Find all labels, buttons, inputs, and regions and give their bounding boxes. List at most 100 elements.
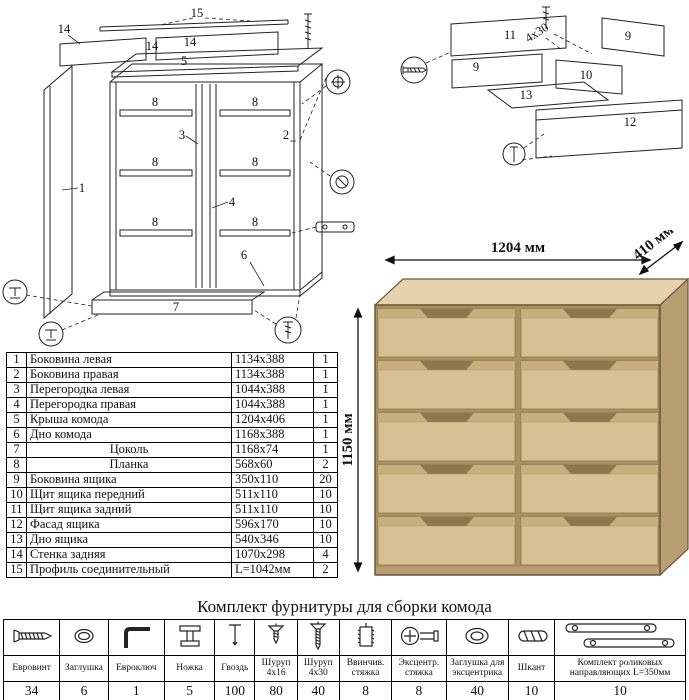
cam-cap-icon bbox=[465, 627, 489, 645]
part-size: 1134x388 bbox=[231, 367, 314, 383]
screw-4x16-icon bbox=[267, 623, 285, 645]
hardware-name: Заглушка для эксцентрика bbox=[445, 655, 509, 682]
part-qty: 10 bbox=[313, 517, 338, 533]
hardware-icons-row bbox=[2, 619, 686, 656]
hardware-icon-cell bbox=[296, 619, 340, 656]
foot-callout bbox=[2, 279, 28, 305]
hardware-qty: 8 bbox=[391, 681, 447, 700]
part-number: 9 bbox=[6, 472, 27, 488]
hardware-name: Эксцентр. стяжка bbox=[391, 655, 447, 682]
hardware-icon-cell bbox=[59, 619, 109, 656]
drawer-back-panel bbox=[450, 15, 567, 57]
hardware-qty: 5 bbox=[163, 681, 216, 700]
part-name: Перегородка правая bbox=[26, 397, 232, 413]
back-panel-parts bbox=[59, 31, 279, 67]
hardware-name: Евроключ bbox=[107, 655, 165, 682]
part-label-11: 11 bbox=[504, 28, 516, 42]
nail-callout bbox=[502, 142, 526, 166]
euroscrew-icon bbox=[13, 629, 52, 643]
screw-drawing bbox=[542, 6, 550, 29]
part-number: 13 bbox=[6, 532, 27, 548]
part-qty: 10 bbox=[313, 502, 338, 518]
hardware-name: Гвоздь bbox=[214, 655, 256, 682]
hardware-name: Шуруп 4x16 bbox=[254, 655, 298, 682]
part-number: 2 bbox=[6, 367, 27, 383]
part-qty: 1 bbox=[313, 412, 338, 428]
part-number: 14 bbox=[6, 547, 27, 563]
part-label-10: 10 bbox=[580, 68, 593, 82]
hardware-name: Комплект роликовых направляющих L=350мм bbox=[554, 655, 686, 682]
dresser-render: 1204 мм 1150 мм 410 мм bbox=[340, 230, 689, 577]
dimension-arrows bbox=[353, 240, 684, 573]
part-label-14: 14 bbox=[146, 39, 159, 53]
hardware-qty: 1 bbox=[107, 681, 165, 700]
part-qty: 10 bbox=[313, 487, 338, 503]
part-size: 1044x388 bbox=[231, 397, 314, 413]
hardware-icon-cell bbox=[507, 619, 556, 656]
cam-lock-callout bbox=[329, 169, 355, 195]
part-number: 11 bbox=[6, 502, 27, 518]
hardware-icon-cell bbox=[445, 619, 509, 656]
hardware-qty: 34 bbox=[2, 681, 61, 700]
part-qty: 1 bbox=[313, 397, 338, 413]
hardware-name: Ножка bbox=[163, 655, 216, 682]
part-label-5: 5 bbox=[181, 54, 187, 68]
part-qty: 1 bbox=[313, 427, 338, 443]
height-dimension-label: 1150 мм bbox=[340, 413, 356, 466]
part-number: 6 bbox=[6, 427, 27, 443]
part-size: 511x110 bbox=[231, 502, 314, 518]
part-size: 1044x388 bbox=[231, 382, 314, 398]
part-name: Боковина ящика bbox=[26, 472, 232, 488]
part-qty: 1 bbox=[313, 367, 338, 383]
hardware-qty: 80 bbox=[254, 681, 298, 700]
part-size: 540x346 bbox=[231, 532, 314, 548]
foot-callout bbox=[38, 321, 64, 347]
hardware-qty: 100 bbox=[214, 681, 256, 700]
confirmat-callout bbox=[274, 316, 302, 344]
hardware-name: Заглушка bbox=[59, 655, 109, 682]
part-size: 596x170 bbox=[231, 517, 314, 533]
part-number: 8 bbox=[6, 457, 27, 473]
part-number: 7 bbox=[6, 442, 27, 458]
plinth-part bbox=[91, 291, 266, 315]
part-name: Стенка задняя bbox=[26, 547, 232, 563]
part-name: Цоколь bbox=[26, 442, 232, 458]
part-label-14: 14 bbox=[184, 35, 197, 49]
part-label-7: 7 bbox=[173, 300, 179, 314]
cap-icon bbox=[74, 628, 94, 644]
hardware-qty: 40 bbox=[445, 681, 509, 700]
part-number: 15 bbox=[6, 562, 27, 578]
bottom-panel-part bbox=[109, 272, 323, 297]
part-label-4: 4 bbox=[229, 195, 236, 209]
part-label-8: 8 bbox=[152, 215, 158, 229]
part-label-2: 2 bbox=[283, 128, 289, 142]
screw-4x30-icon bbox=[309, 621, 327, 651]
part-label-8: 8 bbox=[252, 155, 258, 169]
leader-lines bbox=[425, 33, 593, 161]
hardware-kit-title: Комплект фурнитуры для сборки комода bbox=[197, 597, 492, 616]
part-name: Боковина левая bbox=[26, 352, 232, 368]
part-number: 4 bbox=[6, 397, 27, 413]
left-side-panel-part bbox=[43, 64, 73, 320]
hardware-icon-cell bbox=[214, 619, 256, 656]
top-panel-part bbox=[110, 47, 324, 78]
hardware-icon-cell bbox=[2, 619, 61, 656]
part-name: Перегородка левая bbox=[26, 382, 232, 398]
part-qty: 2 bbox=[313, 457, 338, 473]
hardware-icon-cell bbox=[391, 619, 447, 656]
cam-lock-icon bbox=[400, 626, 439, 646]
part-qty: 20 bbox=[313, 472, 338, 488]
part-number: 12 bbox=[6, 517, 27, 533]
